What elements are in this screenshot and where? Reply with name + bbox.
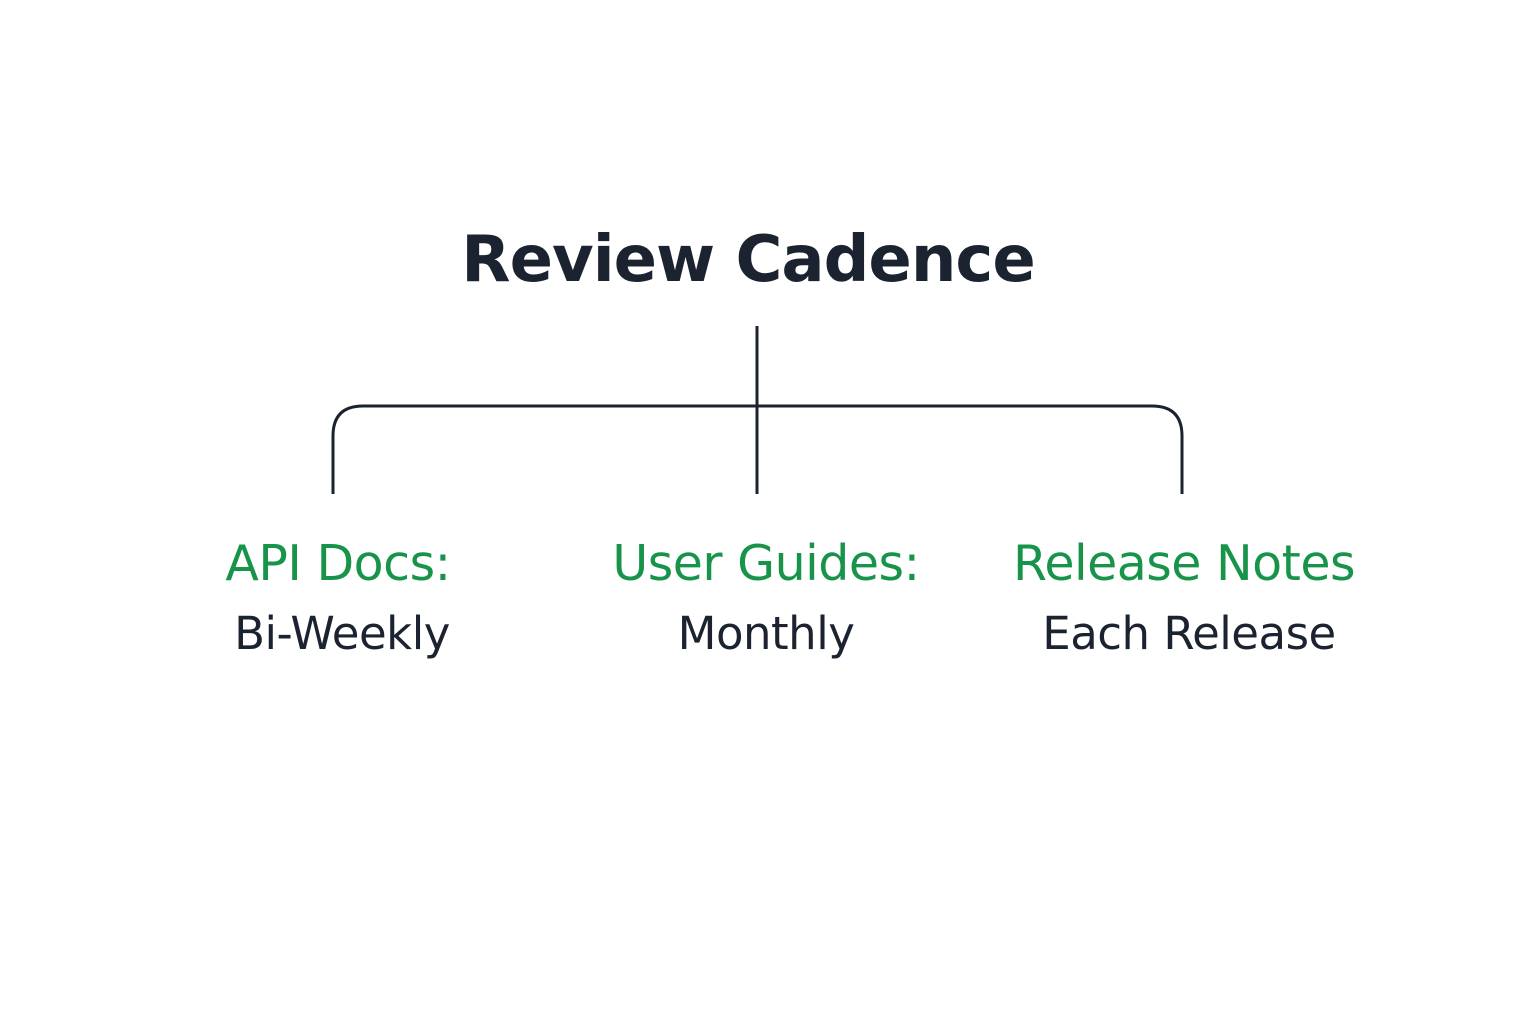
node-label-release-notes: Release Notes xyxy=(1013,535,1355,592)
node-label-user-guides: User Guides: xyxy=(612,535,919,592)
node-label-api-docs: API Docs: xyxy=(225,535,450,592)
node-value-release-notes: Each Release xyxy=(1042,607,1335,660)
node-value-user-guides: Monthly xyxy=(678,607,855,660)
bracket-connector xyxy=(331,404,1184,494)
node-release-notes: Release Notes Each Release xyxy=(1013,535,1356,660)
diagram-title: Review Cadence xyxy=(461,223,1034,297)
node-api-docs: API Docs: Bi-Weekly xyxy=(225,535,451,660)
node-user-guides: User Guides: Monthly xyxy=(612,535,920,660)
node-value-api-docs: Bi-Weekly xyxy=(234,607,450,660)
connector-lines xyxy=(331,326,1184,494)
